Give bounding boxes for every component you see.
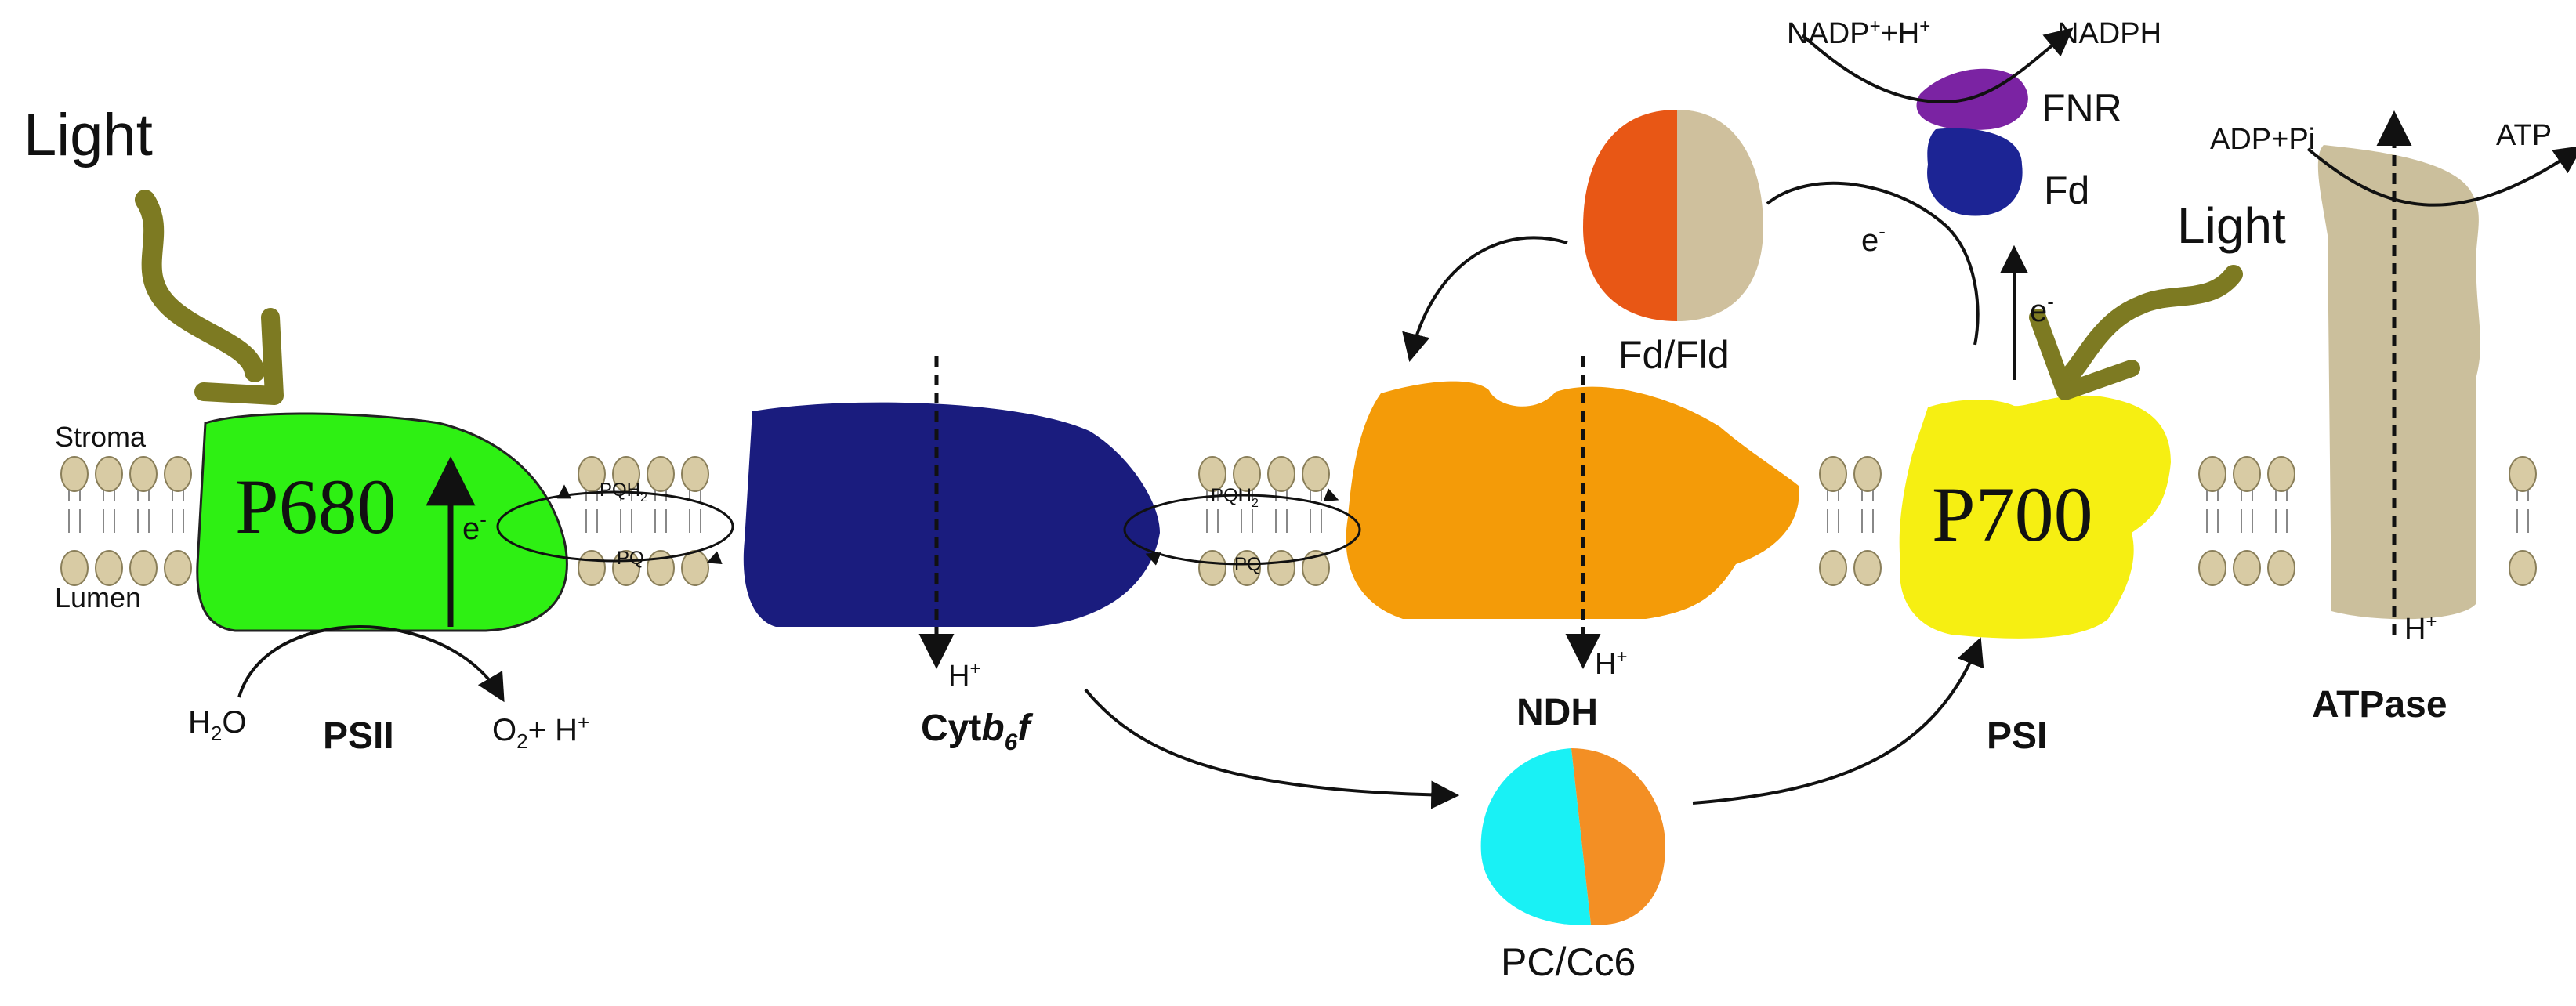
- stroma-label: Stroma: [55, 421, 147, 453]
- proton-flow-arrow: [918, 110, 2412, 669]
- nadp-label: NADP++H+: [1787, 16, 1930, 50]
- nadph-label: NADPH: [2057, 17, 2161, 50]
- pc-cc6-protein: [1480, 748, 1665, 925]
- proton-label-cytb6f: H+: [948, 658, 980, 693]
- adp-pi-label: ADP+Pi: [2210, 123, 2315, 156]
- light-arrow-icon: [135, 190, 284, 405]
- psi-complex: [1899, 395, 2171, 639]
- electron-label-psii: e-: [462, 508, 487, 546]
- light-right-label: Light: [2177, 197, 2286, 254]
- proton-label-ndh: H+: [1595, 646, 1627, 681]
- psi-label: PSI: [1987, 715, 2047, 757]
- p680-label: P680: [235, 463, 397, 550]
- fd-fld-label: Fd/Fld: [1618, 333, 1730, 377]
- pqh2-label-right: PQH2: [1211, 485, 1259, 510]
- cytb6f-label: Cytb6f: [921, 707, 1033, 755]
- light-left-label: Light: [24, 102, 153, 168]
- light-arrow-icon: [2029, 265, 2243, 400]
- pqh2-label-left: PQH2: [600, 479, 647, 505]
- ndh-label: NDH: [1516, 692, 1598, 733]
- pc-cc6-label: PC/Cc6: [1501, 940, 1636, 984]
- proton-label-atpase: H+: [2404, 611, 2437, 646]
- electron-label-psi: e-: [2030, 290, 2054, 328]
- h2o-label: H2O: [188, 705, 246, 745]
- atpase-label: ATPase: [2312, 684, 2447, 726]
- pq-label-right: PQ: [1234, 554, 1262, 575]
- fnr-label: FNR: [2042, 86, 2122, 130]
- pq-cycle-right: [1123, 488, 1361, 566]
- o2-h-label: O2+ H+: [492, 711, 589, 753]
- electron-label-fd: e-: [1861, 219, 1886, 258]
- atpase-complex: [2317, 145, 2480, 620]
- lumen-label: Lumen: [55, 581, 141, 613]
- p700-label: P700: [1932, 471, 2093, 558]
- ndh-complex: [1346, 381, 1799, 619]
- lipid-bilayer: [60, 456, 2537, 586]
- psii-label: PSII: [323, 715, 394, 757]
- pq-cycle-left: [496, 484, 734, 565]
- atp-label: ATP: [2496, 119, 2552, 152]
- fd-protein: [1927, 128, 2023, 216]
- fd-fld-protein: [1583, 110, 1763, 321]
- electron-flow-arrow: [237, 27, 2576, 809]
- fd-label: Fd: [2044, 168, 2089, 212]
- cytb6f-complex: [743, 402, 1160, 627]
- pq-label-left: PQ: [617, 548, 644, 569]
